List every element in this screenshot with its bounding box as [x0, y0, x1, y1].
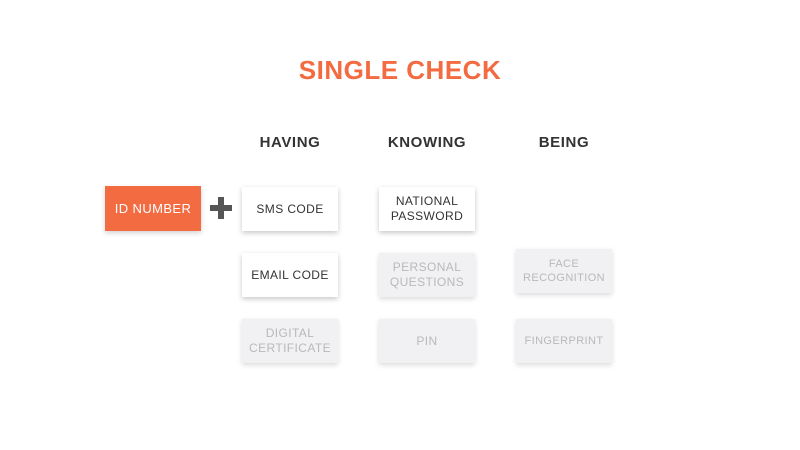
face-recognition-box: FACE RECOGNITION: [516, 249, 612, 293]
personal-questions-box: PERSONAL QUESTIONS: [379, 253, 475, 297]
digital-certificate-box: DIGITAL CERTIFICATE: [242, 319, 338, 363]
fingerprint-box: FINGERPRINT: [516, 319, 612, 363]
plus-icon: [210, 197, 232, 219]
id-number-box: ID NUMBER: [105, 186, 201, 231]
diagram-title: SINGLE CHECK: [298, 55, 502, 85]
column-header-knowing: KNOWING: [387, 134, 467, 151]
email-code-box: EMAIL CODE: [242, 253, 338, 297]
national-password-box: NATIONAL PASSWORD: [379, 187, 475, 231]
sms-code-box: SMS CODE: [242, 187, 338, 231]
column-header-having: HAVING: [259, 134, 321, 151]
column-header-being: BEING: [538, 134, 590, 151]
pin-box: PIN: [379, 319, 475, 363]
